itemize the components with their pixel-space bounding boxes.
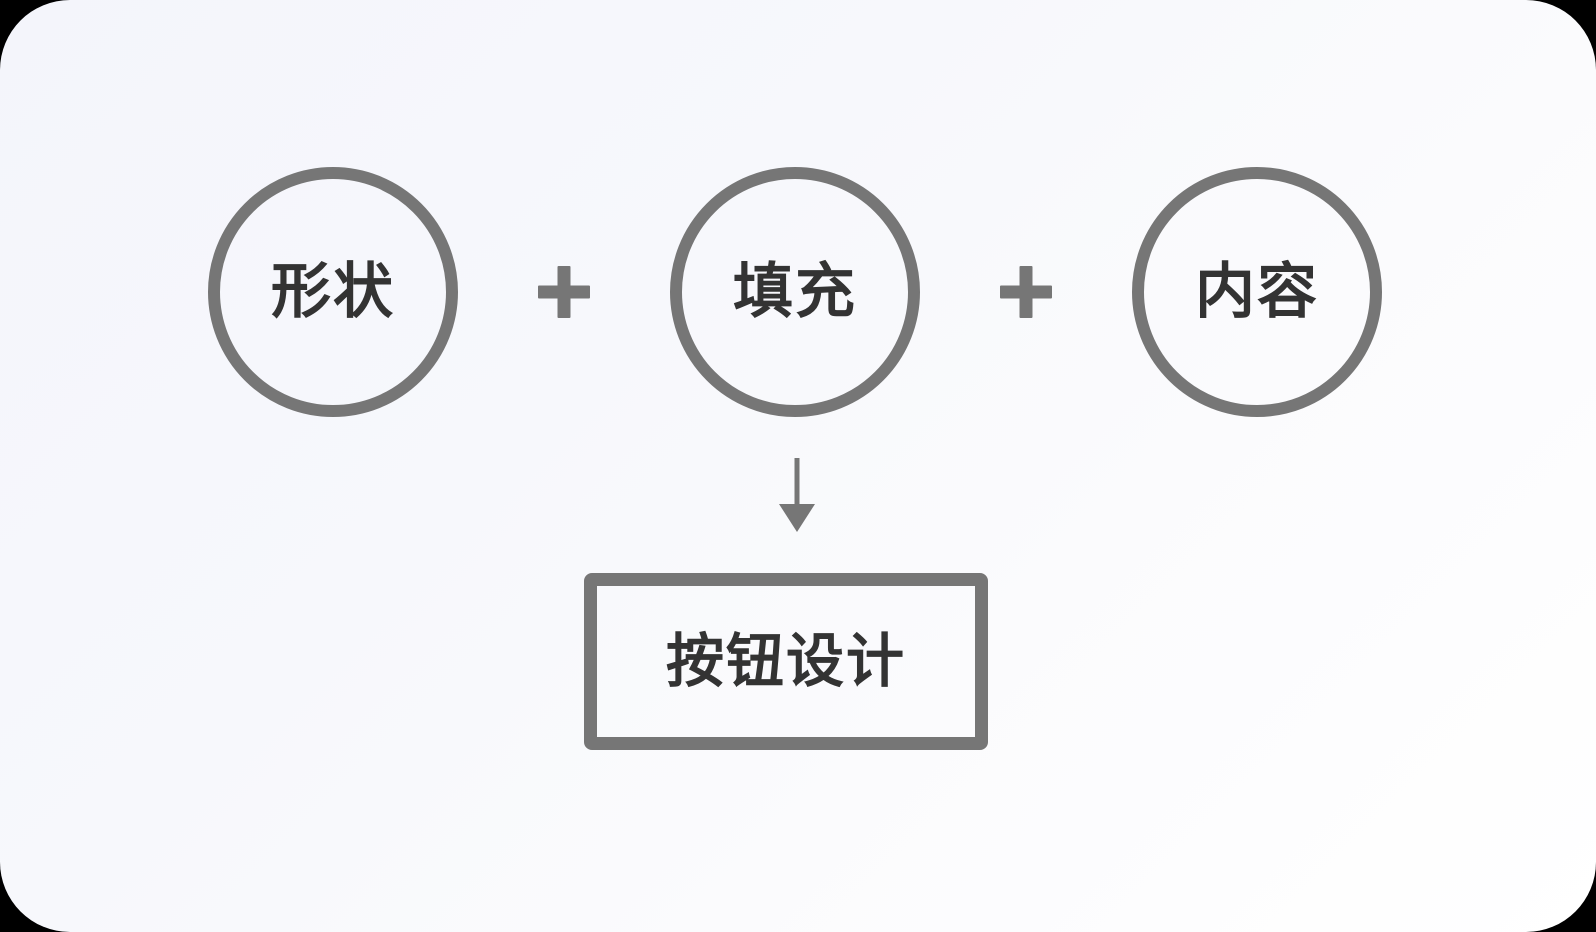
arrow-shaft (794, 458, 800, 508)
factor-circle-shape: 形状 (208, 167, 458, 417)
result-box-button-design: 按钮设计 (584, 573, 988, 750)
down-arrow-icon (779, 458, 815, 532)
factor-row: 形状 填充 内容 (0, 167, 1596, 417)
plus-operator-1 (458, 167, 670, 417)
factor-circle-content: 内容 (1132, 167, 1382, 417)
factor-label-content: 内容 (1195, 258, 1319, 325)
result-label: 按钮设计 (665, 628, 906, 694)
factor-label-fill: 填充 (733, 258, 857, 325)
factor-label-shape: 形状 (271, 258, 395, 325)
plus-operator-2 (920, 167, 1132, 417)
plus-icon-vertical-bar (557, 266, 571, 318)
factor-circle-fill: 填充 (670, 167, 920, 417)
plus-icon-vertical-bar (1019, 266, 1033, 318)
arrow-head (779, 504, 815, 532)
